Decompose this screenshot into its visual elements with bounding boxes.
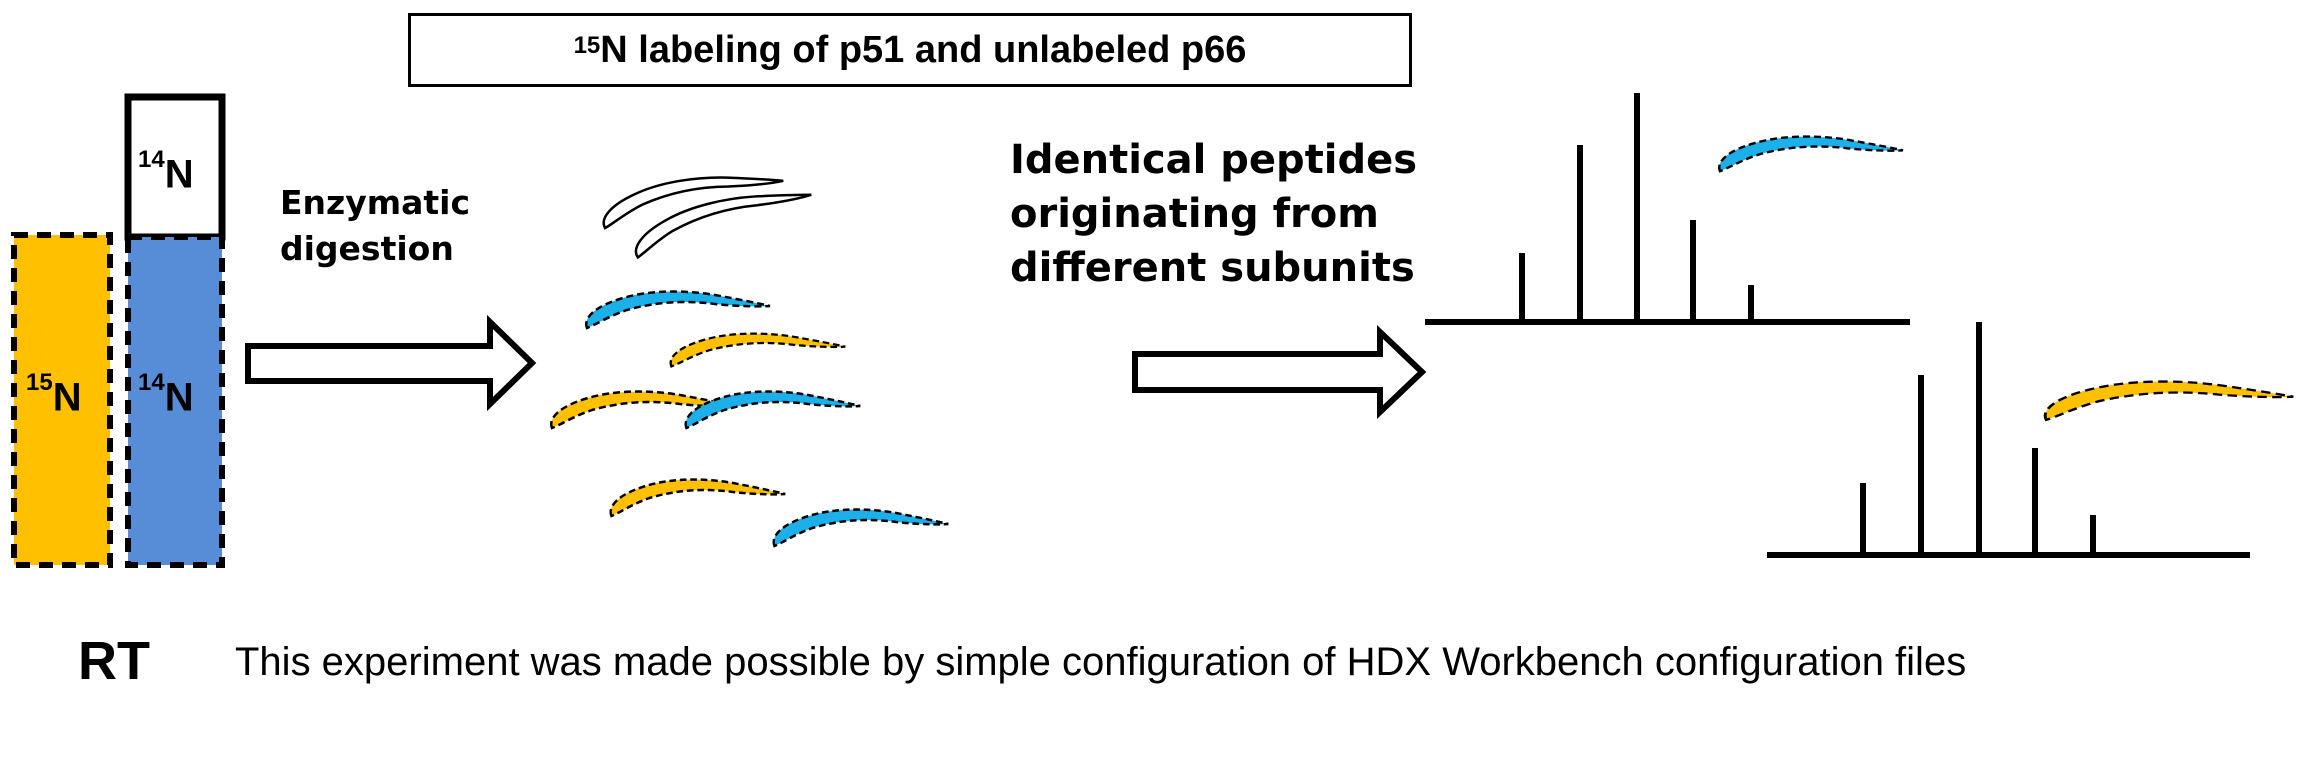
element-symbol: N: [164, 152, 194, 197]
result-label-line: Identical peptides: [1010, 137, 1418, 183]
title-text: N labeling of p51 and unlabeled p66: [600, 28, 1247, 71]
isotope-superscript: 14: [138, 146, 165, 173]
step-label-line: Enzymatic: [280, 183, 471, 222]
peptide-icon: [1718, 135, 1905, 173]
subunit-14n-top-label: 14N: [138, 146, 194, 197]
digestion-step-label: Enzymatic digestion: [280, 180, 470, 272]
element-symbol: N: [164, 375, 194, 420]
peptide-icon: [585, 290, 772, 330]
footnote-text: This experiment was made possible by sim…: [235, 640, 1967, 684]
result-label-line: different subunits: [1010, 245, 1415, 291]
arrow-right-icon: [245, 314, 537, 412]
title-isotope-superscript: 15: [573, 32, 601, 59]
subunit-14n-bottom-label: 14N: [138, 369, 194, 420]
peptide-icon: [772, 508, 950, 548]
subunit-15n-label: 15N: [26, 369, 82, 420]
step-label-line: digestion: [280, 229, 454, 268]
peptide-icon: [684, 390, 862, 430]
mass-spectrum-icon: [1425, 93, 1910, 325]
isotope-superscript: 14: [138, 369, 165, 396]
subunit-14n-top-bar: [124, 93, 226, 241]
identical-peptides-label: Identical peptides originating from diff…: [1010, 133, 1417, 295]
rt-label: RT: [78, 631, 150, 691]
subunit-15n-bar: [11, 232, 113, 568]
arrow-right-icon: [1132, 325, 1427, 419]
peptide-icon: [669, 332, 847, 368]
peptide-icon: [2043, 380, 2295, 422]
isotope-superscript: 15: [26, 369, 53, 396]
subunit-14n-bottom-bar: [125, 234, 225, 568]
result-label-line: originating from: [1010, 191, 1379, 237]
peptide-icon: [609, 478, 787, 518]
mass-spectrum-icon: [1767, 322, 2250, 558]
element-symbol: N: [52, 375, 82, 420]
